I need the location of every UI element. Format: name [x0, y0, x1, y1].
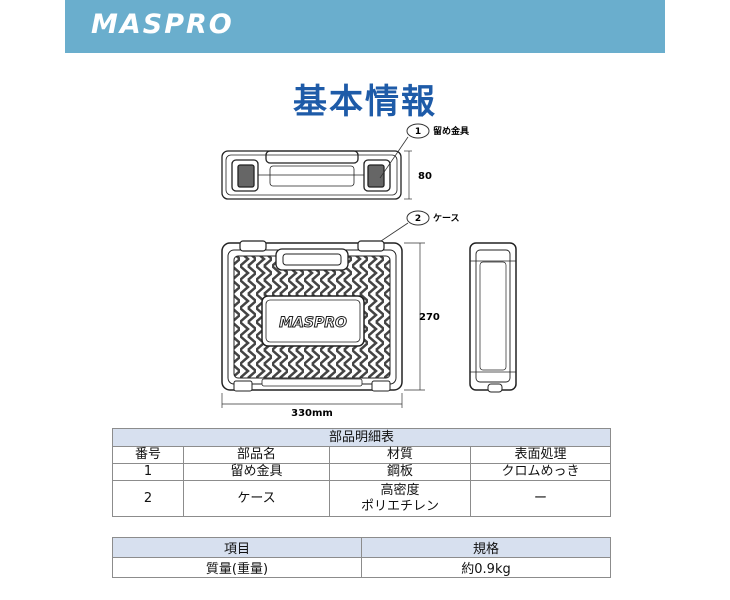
dim-front-height: 270	[419, 312, 440, 323]
callout-2-bubble	[406, 210, 430, 226]
spec-table: 項目 規格 質量(重量) 約0.9kg	[112, 537, 611, 578]
callout-1-number: 1	[415, 127, 421, 137]
cell-material-line1: 高密度	[380, 482, 420, 498]
header-bar: MASPRO	[65, 0, 665, 53]
dim-top-height: 80	[418, 171, 432, 182]
cell-value: 約0.9kg	[361, 557, 611, 578]
callout-1-bubble	[406, 123, 430, 139]
col-header-item: 項目	[112, 537, 362, 558]
dim-front-width: 330mm	[291, 408, 333, 419]
cell-part-name: 留め金具	[183, 463, 330, 481]
col-header-finish: 表面処理	[470, 446, 611, 464]
front-view: MASPRO	[221, 240, 403, 392]
page-title: 基本情報	[293, 82, 437, 122]
col-header-part-name: 部品名	[183, 446, 330, 464]
callout-1-label: 留め金具	[433, 125, 469, 137]
cell-finish: ー	[470, 480, 611, 517]
col-header-spec: 規格	[361, 537, 611, 558]
cell-material-line2: ポリエチレン	[360, 498, 439, 514]
col-header-material: 材質	[329, 446, 471, 464]
cell-material: 鋼板	[329, 463, 471, 481]
callout-2-number: 2	[415, 214, 421, 224]
cell-material: 高密度 ポリエチレン	[329, 480, 471, 517]
maspro-logo: MASPRO	[91, 9, 234, 40]
cell-finish: クロムめっき	[470, 463, 611, 481]
parts-table-caption: 部品明細表	[112, 428, 611, 447]
technical-drawing: 80 1 留め金具 2 ケース MASPRO	[221, 123, 517, 419]
cell-number: 2	[112, 480, 184, 517]
case-logo: MASPRO	[279, 315, 347, 331]
cell-item: 質量(重量)	[112, 557, 362, 578]
cell-number: 1	[112, 463, 184, 481]
table-row: 2 ケース 高密度 ポリエチレン ー	[112, 480, 611, 517]
table-row: 1 留め金具 鋼板 クロムめっき	[112, 463, 611, 481]
top-view	[221, 150, 402, 200]
parts-table: 部品明細表 番号 部品名 材質 表面処理 1 留め金具 鋼板 クロムめっき 2 …	[112, 428, 611, 517]
col-header-number: 番号	[112, 446, 184, 464]
cell-part-name: ケース	[183, 480, 330, 517]
side-view	[469, 242, 517, 393]
table-row: 質量(重量) 約0.9kg	[112, 557, 611, 578]
callout-2-label: ケース	[433, 213, 460, 224]
